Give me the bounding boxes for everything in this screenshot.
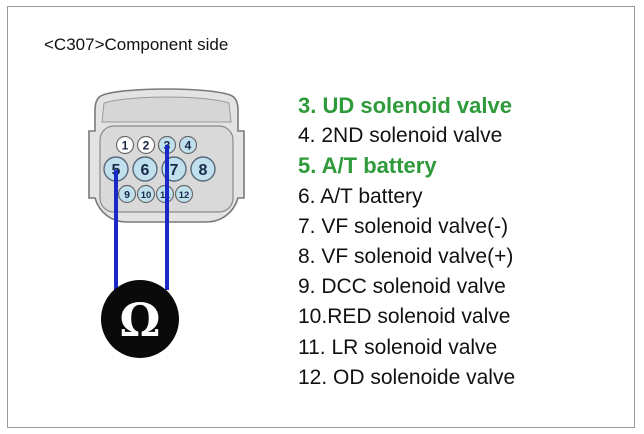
- pin-10: [136, 184, 156, 204]
- pin-12: [174, 184, 194, 204]
- pin-7-label: 7: [170, 162, 179, 179]
- pin-1: [115, 135, 135, 155]
- pin-function-item: 5. A/T battery: [298, 153, 437, 179]
- connector-title: <C307>Component side: [44, 35, 229, 54]
- pin-8-label: 8: [199, 162, 208, 179]
- pin-function-item: 6. A/T battery: [298, 184, 423, 208]
- ohm-symbol: Ω: [120, 293, 161, 347]
- pin-8: [190, 156, 216, 182]
- pin-function-item: 11. LR solenoid valve: [298, 335, 498, 359]
- pin-4-label: 4: [185, 139, 192, 153]
- pin-10-label: 10: [141, 190, 152, 201]
- ohmmeter-icon: Ω: [101, 280, 179, 358]
- pin-function-list: 3. UD solenoid valve 4. 2ND solenoid valv…: [298, 91, 515, 393]
- pin-6: [132, 156, 158, 182]
- pin-9-label: 9: [124, 189, 130, 201]
- pin-2-label: 2: [143, 139, 150, 153]
- pin-function-item: 8. VF solenoid valve(+): [298, 245, 514, 269]
- pin-function-item: 3. UD solenoid valve: [298, 93, 512, 118]
- pin-function-item: 12. OD solenoide valve: [298, 365, 516, 389]
- pin-2: [136, 135, 156, 155]
- pin-1-label: 1: [122, 139, 129, 153]
- pin-9: [117, 184, 137, 204]
- pin-4: [178, 135, 198, 155]
- pin-function-item: 9. DCC solenoid valve: [298, 275, 506, 299]
- pin-function-item: 10.RED solenoid valve: [298, 305, 511, 329]
- pin-row-top: 1 2 3 4: [115, 135, 198, 155]
- pin-6-label: 6: [141, 162, 150, 179]
- probe-wires: [114, 145, 169, 290]
- pin-12-label: 12: [179, 190, 190, 201]
- pin-function-item: 7. VF solenoid valve(-): [298, 214, 509, 238]
- pin-function-item: 4. 2ND solenoid valve: [298, 124, 503, 148]
